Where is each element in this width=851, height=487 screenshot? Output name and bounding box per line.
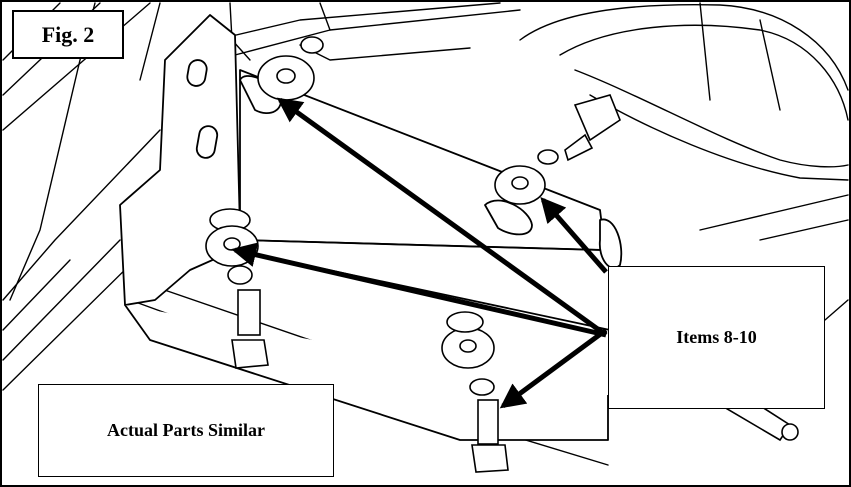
arrow-to-left-washer [231,242,607,338]
arrow-to-upper-washer [276,97,608,338]
mounting-bracket [119,14,623,441]
leader-arrows [231,97,608,409]
arrow-to-middle-washer [540,196,608,274]
arrow-to-lower-washer [499,327,608,409]
items-callout: Items 8-10 [608,266,825,409]
parts-note: Actual Parts Similar [38,384,334,477]
figure-label: Fig. 2 [12,10,124,59]
